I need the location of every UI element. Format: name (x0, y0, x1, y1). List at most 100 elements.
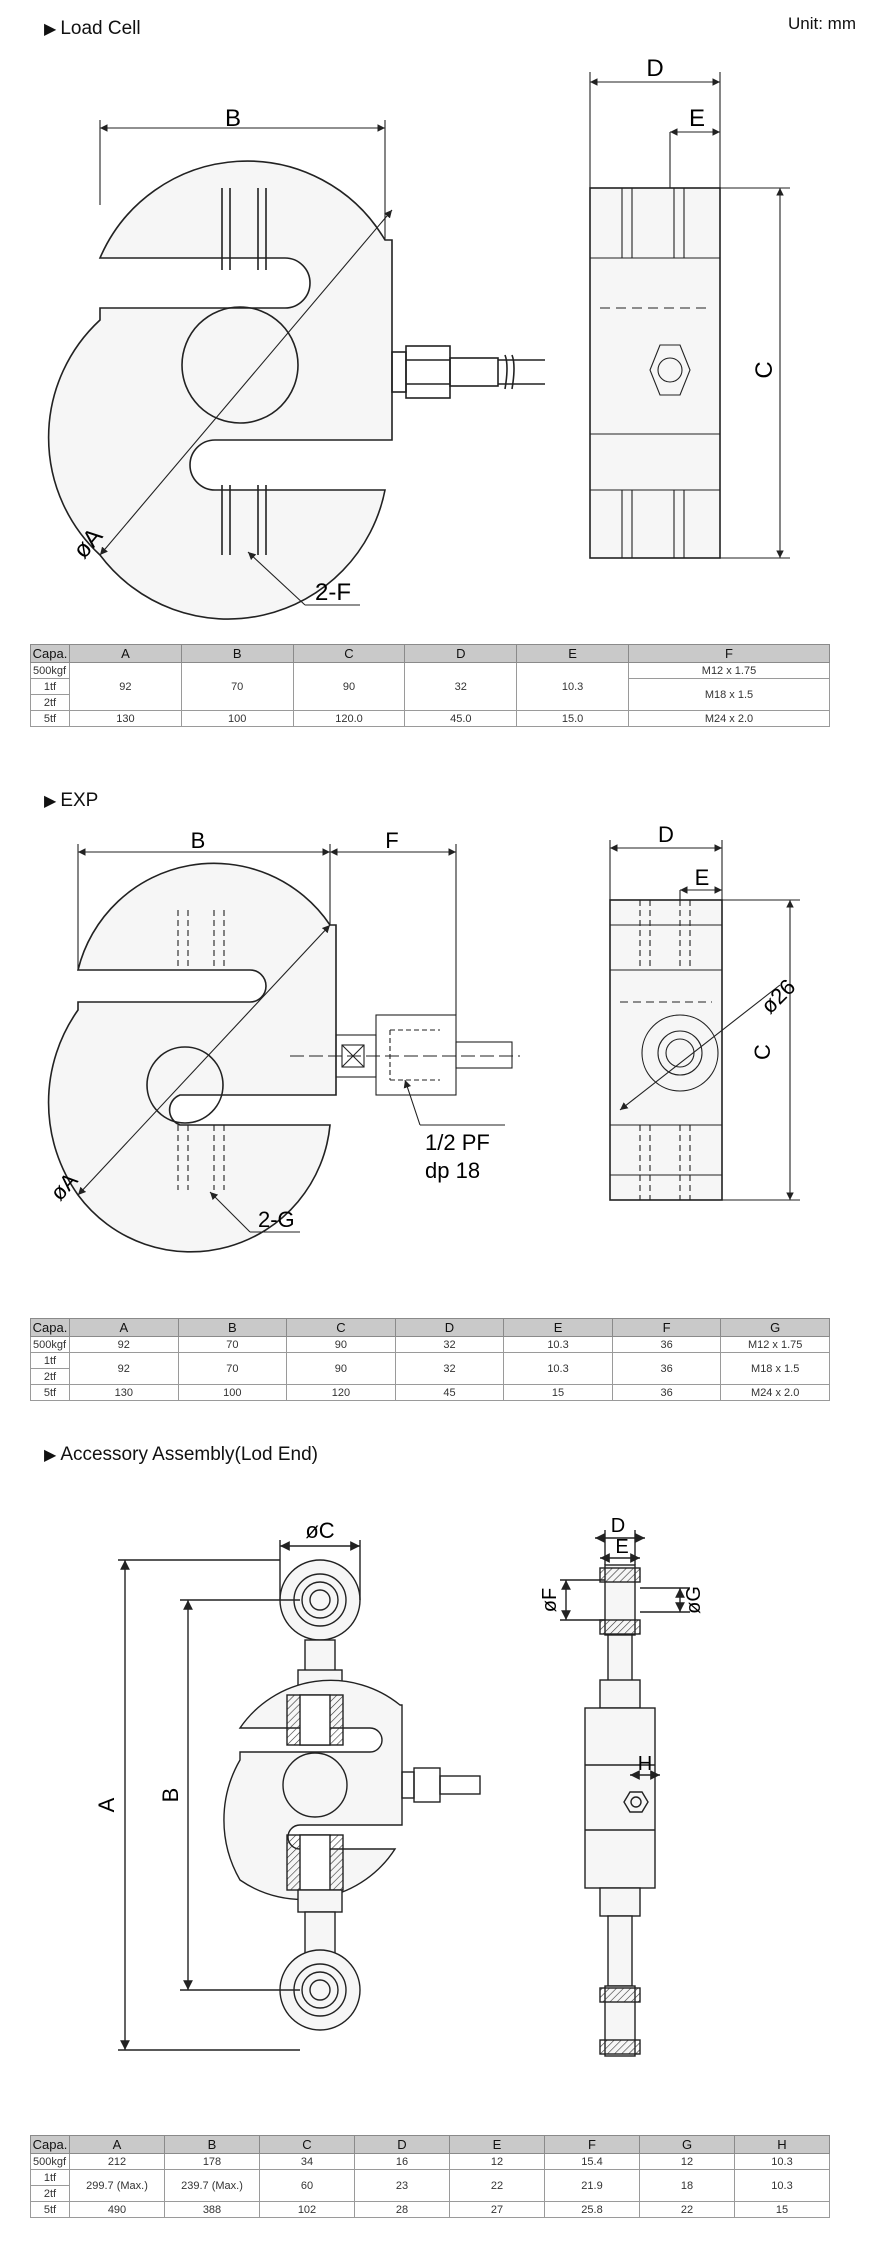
table-cell: 10.3 (503, 1336, 613, 1353)
table-cell: 2tf (30, 2185, 70, 2202)
table-cell: M24 x 2.0 (628, 710, 830, 727)
table-cell: 36 (611, 1384, 722, 1401)
table-cell: 32 (404, 662, 518, 711)
acc-dim-label-d: D (611, 1515, 625, 1537)
table-cell: M12 x 1.75 (628, 662, 830, 679)
table-cell: 45 (394, 1384, 505, 1401)
table-cell: 23 (354, 2169, 450, 2202)
table-header-cell: E (449, 2135, 545, 2154)
table-cell: 70 (180, 662, 294, 711)
table-cell: 36 (611, 1336, 722, 1353)
table-cell: 22 (449, 2169, 545, 2202)
table-cell: 130 (69, 1384, 179, 1401)
table-row: 500kgf 92 70 90 32 10.3 M12 x 1.75 (30, 662, 830, 711)
acc-dim-label-a: A (94, 1797, 119, 1812)
table-cell: 500kgf (30, 662, 70, 679)
table-cell: 120.0 (292, 710, 406, 727)
table-header-row: Capa. A B C D E F (30, 644, 830, 663)
dim-label-c: C (751, 361, 778, 378)
table-cell: 1tf (30, 678, 70, 695)
table-cell: 10.3 (503, 1352, 613, 1385)
table-cell: 92 (69, 662, 182, 711)
table-cell: 28 (354, 2201, 450, 2218)
table-cell: 90 (286, 1336, 396, 1353)
table-cell: 90 (292, 662, 406, 711)
table-header-cell: Capa. (30, 1318, 70, 1337)
acc-dim-label-c: øC (305, 1518, 334, 1543)
table-cell: 100 (177, 1384, 288, 1401)
table-cell: 36 (611, 1352, 722, 1385)
table-header-cell: E (503, 1318, 613, 1337)
table-cell: 178 (164, 2153, 260, 2170)
table-cell: 130 (69, 710, 182, 727)
table-header-row: Capa. A B C D E F G H (30, 2135, 830, 2154)
table-cell: 299.7 (Max.) (69, 2169, 165, 2202)
table-cell: 10.3 (734, 2153, 830, 2170)
exp-label-dp: dp 18 (425, 1158, 480, 1183)
table-header-cell: F (628, 644, 830, 663)
table-cell: 500kgf (30, 1336, 70, 1353)
table-cell: 27 (449, 2201, 545, 2218)
table-row: 500kgf 212 178 34 16 12 15.4 12 10.3 (30, 2153, 830, 2170)
table-header-cell: E (516, 644, 629, 663)
table-cell: 239.7 (Max.) (164, 2169, 260, 2202)
table-cell: 15.0 (516, 710, 629, 727)
table-cell: 15 (503, 1384, 613, 1401)
table-row: 1tf M18 x 1.5 (30, 678, 830, 711)
table-header-row: Capa. A B C D E F G (30, 1318, 830, 1337)
section-title-exp: ▶ EXP (44, 790, 98, 812)
table-header-cell: B (180, 644, 294, 663)
exp-dim-label-g: 2-G (258, 1207, 295, 1232)
accessory-spec-table: Capa. A B C D E F G H 500kgf 212 178 34 … (30, 2135, 830, 2218)
table-cell: 1tf (30, 1352, 70, 1369)
table-header-cell: Capa. (30, 2135, 70, 2154)
table-cell: 212 (69, 2153, 165, 2170)
exp-label-pf: 1/2 PF (425, 1130, 490, 1155)
table-cell: 15 (734, 2201, 830, 2218)
exp-drawing: B F øA 2-G 1/2 PF dp 18 D E ø26 C (45, 822, 800, 1253)
table-header-cell: D (404, 644, 518, 663)
table-cell: 10.3 (516, 662, 629, 711)
exp-dim-label-e: E (695, 865, 710, 890)
table-cell: M18 x 1.5 (628, 678, 830, 711)
table-cell: 60 (259, 2169, 355, 2202)
table-cell: 12 (449, 2153, 545, 2170)
table-cell: 16 (354, 2153, 450, 2170)
table-row: 500kgf 92 70 90 32 10.3 36 M12 x 1.75 (30, 1336, 830, 1353)
section-title-load-cell: ▶ Load Cell (44, 18, 141, 40)
acc-dim-label-h: H (638, 1753, 652, 1775)
dim-label-b: B (225, 105, 241, 132)
table-row: 1tf 92 70 90 32 10.3 36 M18 x 1.5 (30, 1352, 830, 1385)
table-cell: 388 (164, 2201, 260, 2218)
table-cell: M24 x 2.0 (720, 1384, 830, 1401)
table-header-cell: D (394, 1318, 505, 1337)
table-cell: 100 (180, 710, 294, 727)
table-header-cell: A (69, 1318, 179, 1337)
table-header-cell: B (177, 1318, 288, 1337)
table-header-cell: A (69, 2135, 165, 2154)
table-cell: 22 (639, 2201, 735, 2218)
table-cell: 102 (259, 2201, 355, 2218)
acc-dim-label-f: øF (539, 1588, 561, 1612)
table-header-cell: D (354, 2135, 450, 2154)
table-header-cell: B (164, 2135, 260, 2154)
table-row: 1tf 299.7 (Max.) 239.7 (Max.) 60 23 22 2… (30, 2169, 830, 2202)
table-header-cell: C (286, 1318, 396, 1337)
load-cell-spec-table: Capa. A B C D E F 500kgf 92 70 90 32 10.… (30, 644, 830, 727)
exp-dim-label-26: ø26 (756, 974, 800, 1018)
table-cell: 32 (394, 1336, 505, 1353)
exp-dim-label-d: D (658, 822, 674, 847)
dim-label-e: E (689, 105, 705, 132)
table-header-cell: H (734, 2135, 830, 2154)
table-cell: 92 (69, 1336, 179, 1353)
load-cell-title: Load Cell (60, 18, 141, 39)
acc-dim-label-g: øG (683, 1586, 705, 1614)
triangle-bullet-icon: ▶ (44, 793, 57, 810)
triangle-bullet-icon: ▶ (44, 21, 57, 38)
dim-label-d: D (646, 55, 663, 82)
exp-dim-label-f: F (385, 828, 398, 853)
unit-label: Unit: mm (788, 14, 856, 33)
table-cell: 70 (177, 1336, 288, 1353)
accessory-title: Accessory Assembly(Lod End) (60, 1444, 318, 1465)
acc-dim-label-e: E (615, 1536, 628, 1558)
